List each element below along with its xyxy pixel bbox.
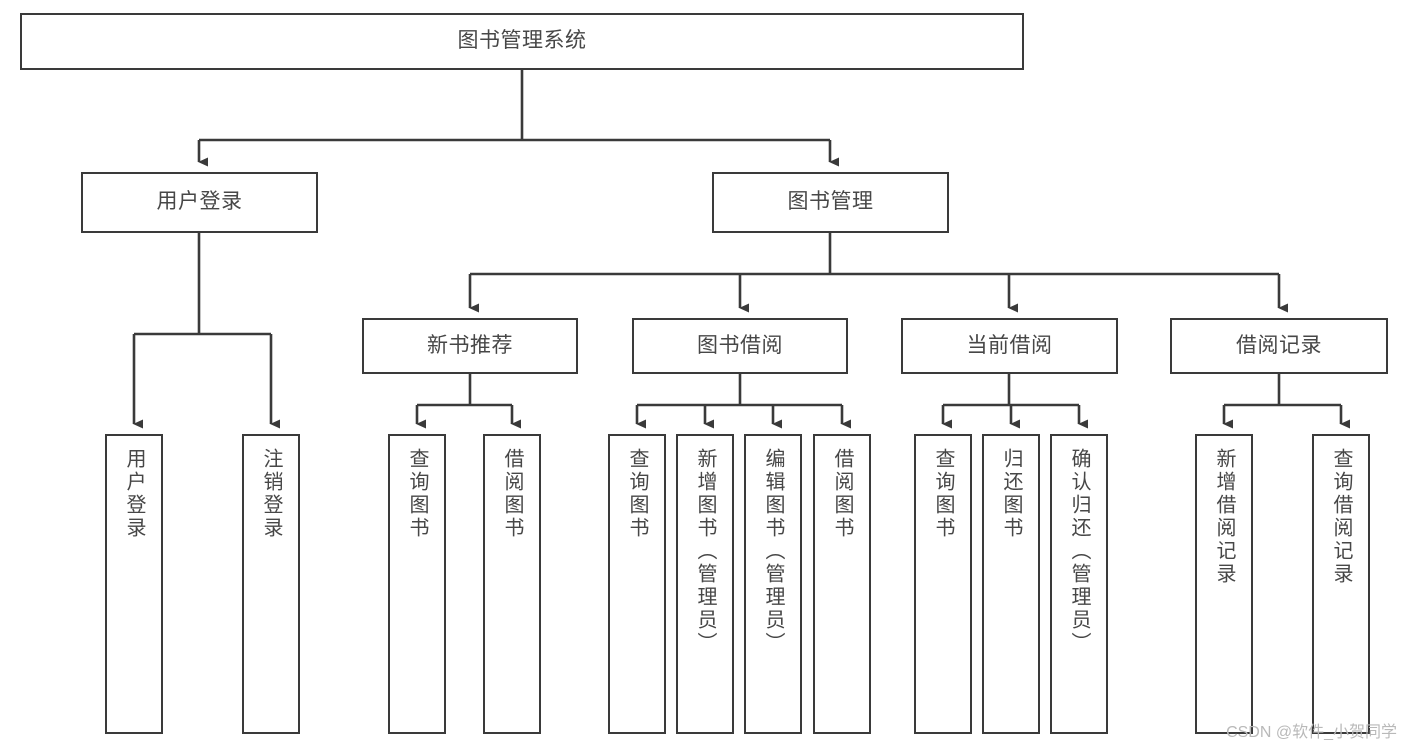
leaf-query-books-rec-label: 查询图书 (406, 448, 428, 540)
node-user-login[interactable]: 用户登录 (81, 172, 318, 233)
leaf-add-borrow-record[interactable]: 新增借阅记录 (1195, 434, 1253, 734)
leaf-confirm-return-admin-label: 确认归还（管理员） (1068, 448, 1090, 655)
node-current-borrow-label: 当前借阅 (966, 333, 1053, 357)
node-new-book-recommendation-label: 新书推荐 (427, 333, 513, 357)
node-book-management[interactable]: 图书管理 (712, 172, 949, 233)
node-root[interactable]: 图书管理系统 (20, 13, 1024, 70)
leaf-query-books-current[interactable]: 查询图书 (914, 434, 972, 734)
leaf-query-borrow-record[interactable]: 查询借阅记录 (1312, 434, 1370, 734)
node-book-management-label: 图书管理 (787, 190, 874, 214)
leaf-borrow-books-rec-label: 借阅图书 (501, 448, 523, 540)
leaf-confirm-return-admin[interactable]: 确认归还（管理员） (1050, 434, 1108, 734)
node-book-borrow[interactable]: 图书借阅 (632, 318, 848, 374)
leaf-borrow-books-label: 借阅图书 (831, 448, 853, 540)
leaf-query-borrow-record-label: 查询借阅记录 (1330, 448, 1352, 586)
leaf-add-borrow-record-label: 新增借阅记录 (1213, 448, 1235, 586)
leaf-edit-book-admin-label: 编辑图书（管理员） (762, 448, 784, 655)
leaf-return-books-label: 归还图书 (1000, 448, 1022, 540)
node-new-book-recommendation[interactable]: 新书推荐 (362, 318, 578, 374)
leaf-add-book-admin-label: 新增图书（管理员） (694, 448, 716, 655)
node-user-login-label: 用户登录 (156, 190, 243, 214)
leaf-add-book-admin[interactable]: 新增图书（管理员） (676, 434, 734, 734)
leaf-user-login[interactable]: 用户登录 (105, 434, 163, 734)
leaf-query-books-borrow-label: 查询图书 (626, 448, 648, 540)
leaf-return-books[interactable]: 归还图书 (982, 434, 1040, 734)
node-book-borrow-label: 图书借阅 (697, 333, 783, 357)
leaf-borrow-books-rec[interactable]: 借阅图书 (483, 434, 541, 734)
node-current-borrow[interactable]: 当前借阅 (901, 318, 1118, 374)
leaf-user-login-label: 用户登录 (123, 448, 145, 540)
leaf-edit-book-admin[interactable]: 编辑图书（管理员） (744, 434, 802, 734)
leaf-borrow-books[interactable]: 借阅图书 (813, 434, 871, 734)
leaf-query-books-rec[interactable]: 查询图书 (388, 434, 446, 734)
node-borrow-record-label: 借阅记录 (1236, 333, 1322, 357)
leaf-logout[interactable]: 注销登录 (242, 434, 300, 734)
node-borrow-record[interactable]: 借阅记录 (1170, 318, 1388, 374)
leaf-logout-label: 注销登录 (260, 448, 282, 540)
leaf-query-books-borrow[interactable]: 查询图书 (608, 434, 666, 734)
leaf-query-books-current-label: 查询图书 (932, 448, 954, 540)
node-root-label: 图书管理系统 (457, 29, 587, 53)
